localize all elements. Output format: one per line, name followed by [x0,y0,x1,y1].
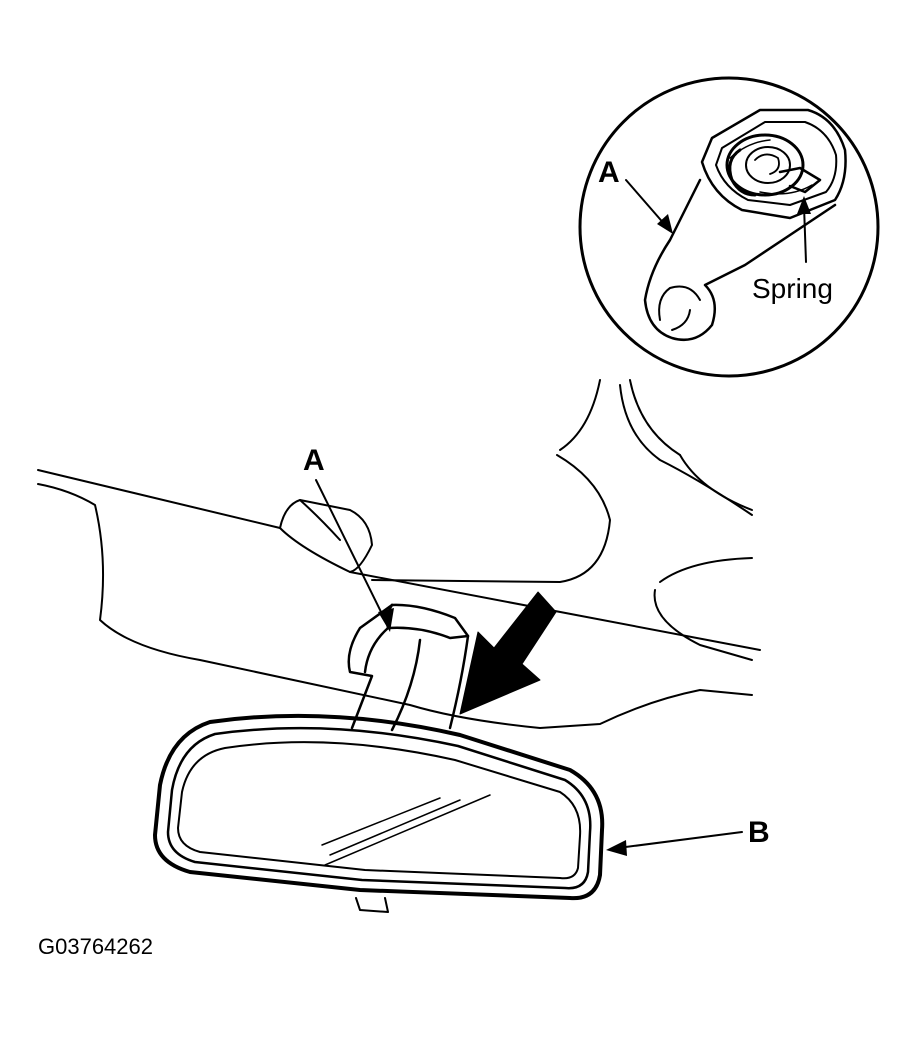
detail-inset [578,76,880,378]
label-b-leader [606,831,743,856]
label-b: B [748,816,770,849]
main-label-a: A [303,444,325,477]
removal-direction-arrow [459,591,557,715]
main-label-a-leader [315,479,394,632]
inset-label-a: A [598,156,620,189]
mirror-mount [347,603,470,732]
figure-code: G03764262 [38,934,153,959]
spring-label: Spring [752,273,833,304]
rear-view-mirror [153,713,605,913]
headliner-panel [37,379,761,729]
